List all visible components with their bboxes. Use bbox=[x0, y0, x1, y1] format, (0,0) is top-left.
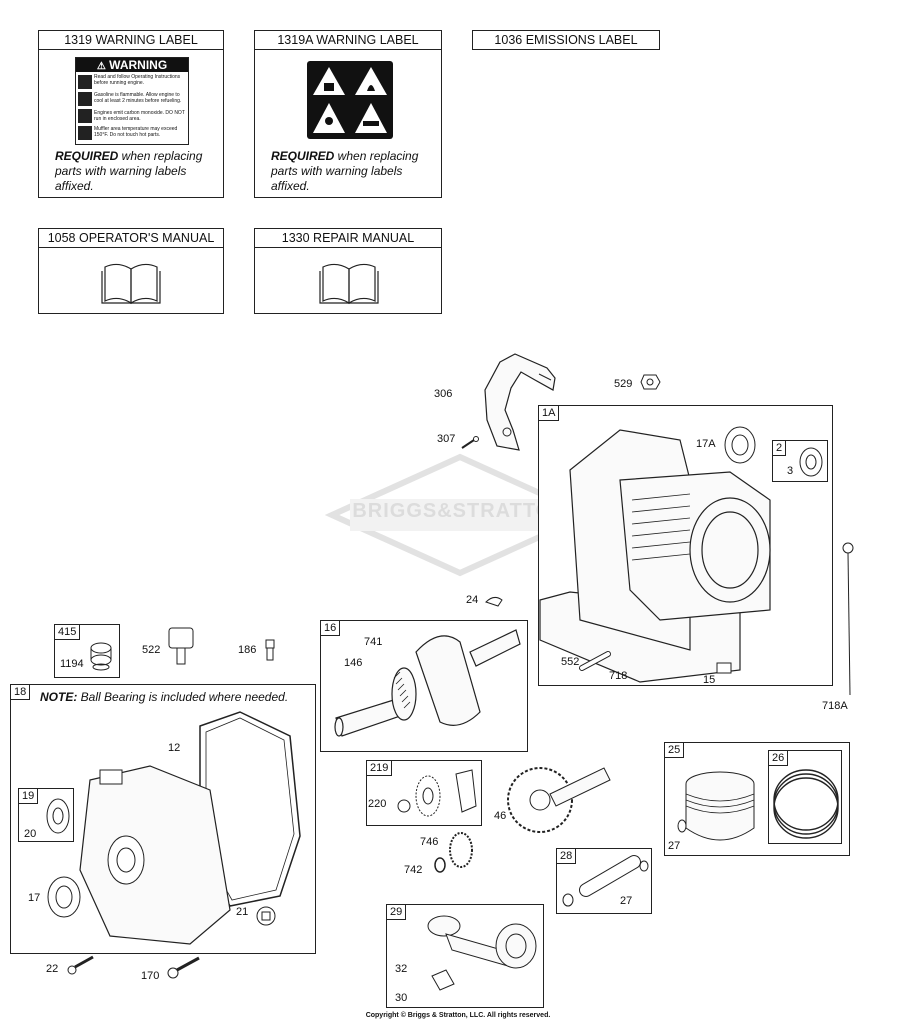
warning-triangle-icon: ⚠ bbox=[96, 61, 106, 72]
crankcase-cover-box-tag: 18 bbox=[10, 684, 31, 700]
pictogram-sticker-icon bbox=[307, 61, 393, 139]
fumes-icon bbox=[78, 109, 92, 123]
hot-surface-icon bbox=[78, 126, 92, 140]
repair-manual-title: 1330 REPAIR MANUAL bbox=[255, 229, 441, 248]
warning-line: Muffler area temperature may exceed 150°… bbox=[94, 126, 178, 138]
seal-box-tag: 19 bbox=[18, 788, 39, 804]
warning-sticker-heading: ⚠ WARNING bbox=[76, 58, 188, 72]
ball-bearing-17-drawing bbox=[47, 876, 81, 918]
governor-box-tag: 219 bbox=[366, 760, 393, 776]
part-label-24: 24 bbox=[466, 594, 479, 606]
part-label-17: 17 bbox=[28, 892, 41, 904]
ball-bearing-note: NOTE: Ball Bearing is included where nee… bbox=[40, 690, 289, 704]
part-label-220: 220 bbox=[368, 798, 387, 810]
fitting-186-drawing bbox=[265, 639, 275, 661]
part-label-15: 15 bbox=[703, 674, 716, 686]
seal-3-drawing bbox=[799, 447, 823, 477]
connecting-rod-drawing bbox=[427, 915, 537, 991]
operators-manual-1058-box: 1058 OPERATOR'S MANUAL bbox=[38, 228, 224, 314]
piston-pin-box-tag: 28 bbox=[556, 848, 577, 864]
part-label-21: 21 bbox=[236, 906, 249, 918]
bolt-170-drawing bbox=[167, 956, 200, 979]
part-label-741: 741 bbox=[364, 636, 383, 648]
ring-742-drawing bbox=[434, 857, 446, 873]
part-label-3: 3 bbox=[787, 465, 794, 477]
part-label-718a: 718A bbox=[822, 700, 848, 712]
crankcase-drawing bbox=[539, 429, 771, 683]
book-icon bbox=[319, 263, 379, 305]
part-label-30: 30 bbox=[395, 992, 408, 1004]
plug-15-drawing bbox=[716, 662, 732, 674]
bearing-box-tag: 2 bbox=[772, 440, 787, 456]
warning-label-1319-box: 1319 WARNING LABEL ⚠ WARNING Read and fo… bbox=[38, 30, 224, 198]
camshaft-drawing bbox=[507, 767, 611, 833]
part-label-1194: 1194 bbox=[60, 658, 84, 670]
warning-label-1319-title: 1319 WARNING LABEL bbox=[39, 31, 223, 50]
box-415-tag: 415 bbox=[54, 624, 81, 640]
warning-sticker-lines: Read and follow Operating Instructions b… bbox=[94, 74, 186, 140]
repair-manual-1330-box: 1330 REPAIR MANUAL bbox=[254, 228, 442, 314]
part-label-186: 186 bbox=[238, 644, 257, 656]
part-label-307: 307 bbox=[437, 433, 456, 445]
operators-manual-title: 1058 OPERATOR'S MANUAL bbox=[39, 229, 223, 248]
emissions-label-1036-box: 1036 EMISSIONS LABEL bbox=[472, 30, 660, 50]
ball-bearing-17a-drawing bbox=[724, 426, 756, 464]
part-label-742: 742 bbox=[404, 864, 423, 876]
part-label-746: 746 bbox=[420, 836, 439, 848]
pin-718a-drawing bbox=[842, 542, 854, 696]
part-label-552: 552 bbox=[561, 656, 580, 668]
warning-label-1319a-title: 1319A WARNING LABEL bbox=[255, 31, 441, 50]
bolt-22-drawing bbox=[67, 955, 94, 975]
part-label-32: 32 bbox=[395, 963, 408, 975]
manual-icon bbox=[78, 75, 92, 89]
brand-watermark-text: BRIGGS&STRATTON bbox=[352, 500, 568, 522]
piston-rings-box-tag: 26 bbox=[768, 750, 789, 766]
warning-line: Read and follow Operating Instructions b… bbox=[94, 74, 181, 86]
book-icon bbox=[101, 263, 161, 305]
warning-label-1319a-box: 1319A WARNING LABEL REQUIRED when replac… bbox=[254, 30, 442, 198]
copyright-footer: Copyright © Briggs & Stratton, LLC. All … bbox=[365, 1012, 551, 1019]
required-note: REQUIRED when replacing parts with warni… bbox=[55, 149, 203, 193]
screw-307-drawing bbox=[461, 436, 479, 449]
piston-rings-drawing bbox=[773, 769, 839, 839]
plug-21-drawing bbox=[256, 906, 276, 926]
required-note: REQUIRED when replacing parts with warni… bbox=[271, 149, 419, 193]
crankcase-cover-drawing bbox=[79, 765, 231, 945]
part-label-529: 529 bbox=[614, 378, 633, 390]
connecting-rod-box-tag: 29 bbox=[386, 904, 407, 920]
fire-icon bbox=[78, 92, 92, 106]
part-label-27-pin: 27 bbox=[620, 895, 633, 907]
dowel-pin-552-drawing bbox=[579, 651, 611, 671]
warning-sticker: ⚠ WARNING Read and follow Operating Inst… bbox=[75, 57, 189, 145]
part-label-20: 20 bbox=[24, 828, 37, 840]
part-label-17a: 17A bbox=[696, 438, 716, 450]
warning-line: Gasoline is flammable. Allow engine to c… bbox=[94, 92, 182, 104]
part-label-22: 22 bbox=[46, 963, 59, 975]
part-label-522: 522 bbox=[142, 644, 161, 656]
warning-pictogram-column bbox=[78, 75, 92, 141]
oil-seal-20-drawing bbox=[46, 798, 70, 834]
plug-1194-drawing bbox=[90, 642, 112, 671]
piston-drawing bbox=[677, 771, 755, 841]
part-label-146: 146 bbox=[344, 657, 363, 669]
part-label-27-piston: 27 bbox=[668, 840, 681, 852]
part-label-718: 718 bbox=[609, 670, 628, 682]
crankcase-box-tag: 1A bbox=[538, 405, 560, 421]
crankshaft-drawing bbox=[334, 629, 521, 737]
crankshaft-box-tag: 16 bbox=[320, 620, 341, 636]
part-label-46: 46 bbox=[494, 810, 507, 822]
nut-529-drawing bbox=[640, 374, 661, 390]
part-label-306: 306 bbox=[434, 388, 453, 400]
piston-pin-drawing bbox=[562, 855, 649, 907]
blower-housing-baffle-drawing bbox=[484, 353, 556, 451]
gear-746-drawing bbox=[449, 832, 473, 868]
part-label-12: 12 bbox=[168, 742, 181, 754]
governor-gear-drawing bbox=[397, 769, 477, 817]
warning-line: Engines emit carbon monoxide. DO NOT run… bbox=[94, 110, 185, 122]
part-label-170: 170 bbox=[141, 970, 160, 982]
piston-box-tag: 25 bbox=[664, 742, 685, 758]
key-24-drawing bbox=[485, 596, 503, 607]
key-522-drawing bbox=[168, 627, 194, 665]
